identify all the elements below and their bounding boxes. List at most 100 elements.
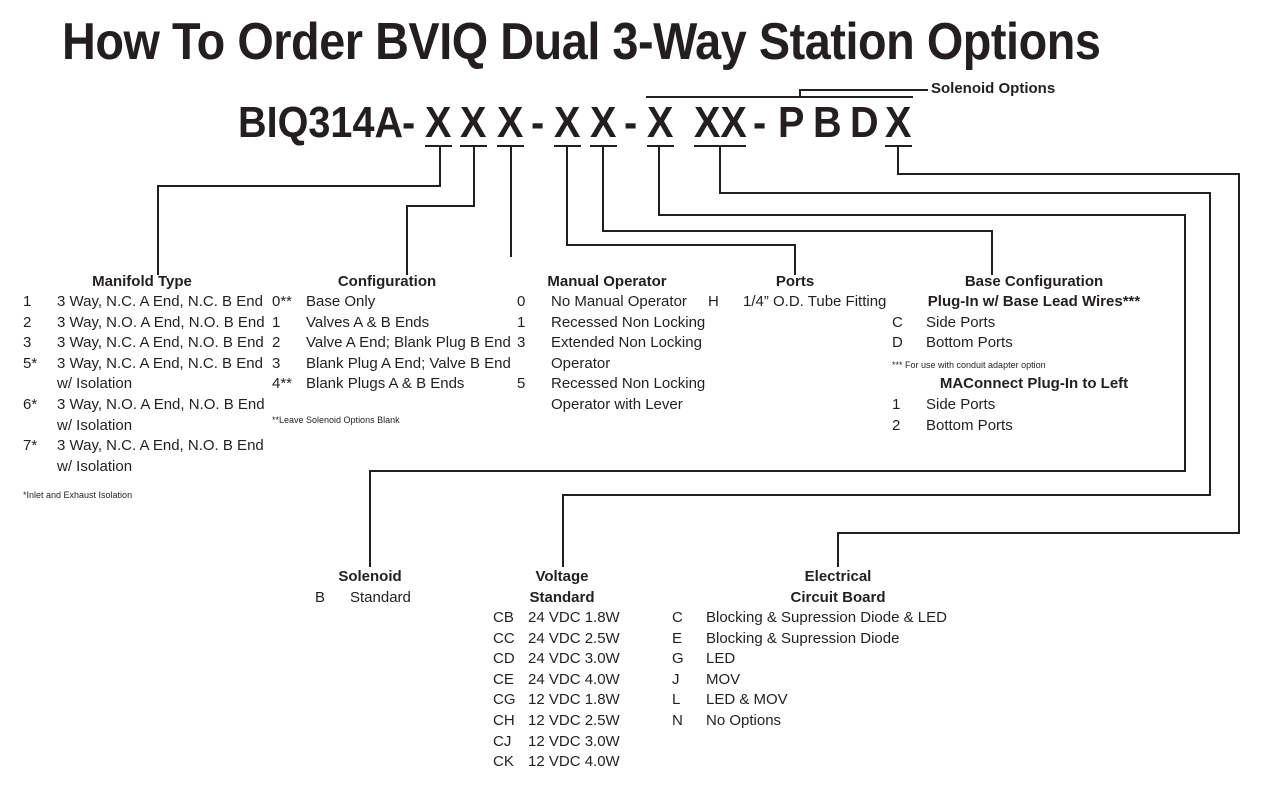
option-desc: Side Ports — [926, 314, 996, 331]
voltage-list: CB 24 VDC 1.8W CC 24 VDC 2.5W CD 24 VDC 3.0… — [493, 609, 623, 774]
configuration-heading: Configuration — [337, 273, 437, 290]
option-code: 1 — [272, 314, 281, 331]
option-code: CB — [493, 609, 514, 626]
solenoid-heading: Solenoid — [338, 568, 402, 585]
option-desc: Valve A End; Blank Plug B End — [306, 334, 511, 351]
option-code: 1 — [517, 314, 526, 331]
code-x-manual-operator: X — [497, 98, 524, 147]
option-code: G — [672, 650, 684, 667]
electrical-subheading: Circuit Board — [790, 589, 886, 606]
option-desc: 1/4” O.D. Tube Fitting — [743, 293, 887, 310]
code-x-manifold: X — [425, 98, 452, 147]
solenoid-options-label: Solenoid Options — [931, 80, 1056, 97]
ports-heading: Ports — [775, 273, 815, 290]
option-desc: 3 Way, N.C. A End, N.C. B End — [57, 355, 263, 372]
manifold-type-note: *Inlet and Exhaust Isolation — [23, 490, 133, 500]
code-x-solenoid: X — [647, 98, 674, 147]
option-desc: 3 Way, N.O. A End, N.O. B End — [57, 396, 265, 413]
code-dash: - — [402, 98, 416, 147]
option-code: CC — [493, 630, 515, 647]
option-desc: Base Only — [306, 293, 376, 310]
option-desc: Operator — [551, 355, 611, 372]
option-code: 1 — [892, 396, 901, 413]
option-desc: Side Ports — [926, 396, 996, 413]
option-desc: 24 VDC 3.0W — [528, 650, 620, 667]
option-desc: Blank Plug A End; Valve B End — [306, 355, 511, 372]
option-desc: Bottom Ports — [926, 334, 1013, 351]
option-desc: Recessed Non Locking — [551, 314, 706, 331]
option-code: 7* — [23, 437, 38, 454]
part-prefix: BIQ314A — [238, 98, 404, 147]
option-code: CD — [493, 650, 515, 667]
option-desc: 3 Way, N.C. A End, N.O. B End — [57, 437, 264, 454]
maconnect-subheading: MAConnect Plug-In to Left — [939, 375, 1129, 392]
option-code: C — [892, 314, 903, 331]
option-desc: 3 Way, N.O. A End, N.O. B End — [57, 314, 265, 331]
option-code: 3 — [23, 334, 32, 351]
option-desc: 3 Way, N.C. A End, N.C. B End — [57, 293, 263, 310]
option-desc: Blocking & Supression Diode — [706, 630, 900, 647]
option-desc: w/ Isolation — [57, 458, 133, 475]
option-code: 5* — [23, 355, 38, 372]
option-desc: 24 VDC 2.5W — [528, 630, 620, 647]
manual-operator-heading: Manual Operator — [547, 273, 667, 290]
option-desc: Bottom Ports — [926, 417, 1013, 434]
option-code: E — [672, 630, 683, 647]
code-dash: - — [753, 98, 767, 147]
option-desc: No Options — [706, 712, 782, 729]
option-desc: 12 VDC 1.8W — [528, 691, 620, 708]
option-code: 2 — [892, 417, 901, 434]
option-code: J — [672, 671, 680, 688]
option-desc: 24 VDC 1.8W — [528, 609, 620, 626]
option-desc: Valves A & B Ends — [306, 314, 430, 331]
option-desc: Operator with Lever — [551, 396, 683, 413]
option-desc: 3 Way, N.C. A End, N.O. B End — [57, 334, 264, 351]
option-desc: Blank Plugs A & B Ends — [306, 375, 465, 392]
option-code: 3 — [517, 334, 526, 351]
manifold-type-heading: Manifold Type — [92, 273, 192, 290]
electrical-heading: Electrical — [804, 568, 872, 585]
page-title: How To Order BVIQ Dual 3-Way Station Opt… — [62, 13, 1101, 71]
code-x-base-configuration: X — [590, 98, 617, 147]
option-code: CH — [493, 712, 515, 729]
option-desc: LED — [706, 650, 736, 667]
option-code: 0** — [272, 293, 293, 310]
option-desc: 24 VDC 4.0W — [528, 671, 620, 688]
option-code: 1 — [23, 293, 32, 310]
option-desc: 12 VDC 2.5W — [528, 712, 620, 729]
option-code: 2 — [272, 334, 281, 351]
option-code: C — [672, 609, 683, 626]
option-code: L — [672, 691, 681, 708]
option-code: CE — [493, 671, 514, 688]
code-x-ports: X — [554, 98, 581, 147]
code-x-electrical: X — [885, 98, 912, 147]
base-configuration-heading: Base Configuration — [964, 273, 1104, 290]
code-x-configuration: X — [460, 98, 487, 147]
code-dash: - — [531, 98, 545, 147]
option-desc: LED & MOV — [706, 691, 788, 708]
option-desc: Standard — [350, 589, 411, 606]
code-xx-voltage: XX — [694, 98, 747, 147]
option-code: N — [672, 712, 683, 729]
option-code: H — [708, 293, 719, 310]
option-code: D — [892, 334, 903, 351]
option-desc: Recessed Non Locking — [551, 375, 706, 392]
voltage-heading: Voltage — [535, 568, 589, 585]
option-desc: Blocking & Supression Diode & LED — [706, 609, 947, 626]
voltage-subheading: Standard — [529, 589, 595, 606]
configuration-note: **Leave Solenoid Options Blank — [272, 415, 400, 425]
option-code: B — [315, 589, 326, 606]
option-desc: w/ Isolation — [57, 375, 133, 392]
option-desc: 12 VDC 3.0W — [528, 733, 620, 750]
option-code: 5 — [517, 375, 526, 392]
option-code: CK — [493, 753, 514, 770]
option-code: 6* — [23, 396, 38, 413]
code-p: P — [778, 98, 805, 147]
code-d: D — [850, 98, 879, 147]
option-code: 2 — [23, 314, 32, 331]
option-code: 0 — [517, 293, 526, 310]
code-b: B — [813, 98, 842, 147]
electrical-list: C Blocking & Supression Diode & LED E Bloc… — [672, 609, 947, 739]
code-dash: - — [624, 98, 638, 147]
